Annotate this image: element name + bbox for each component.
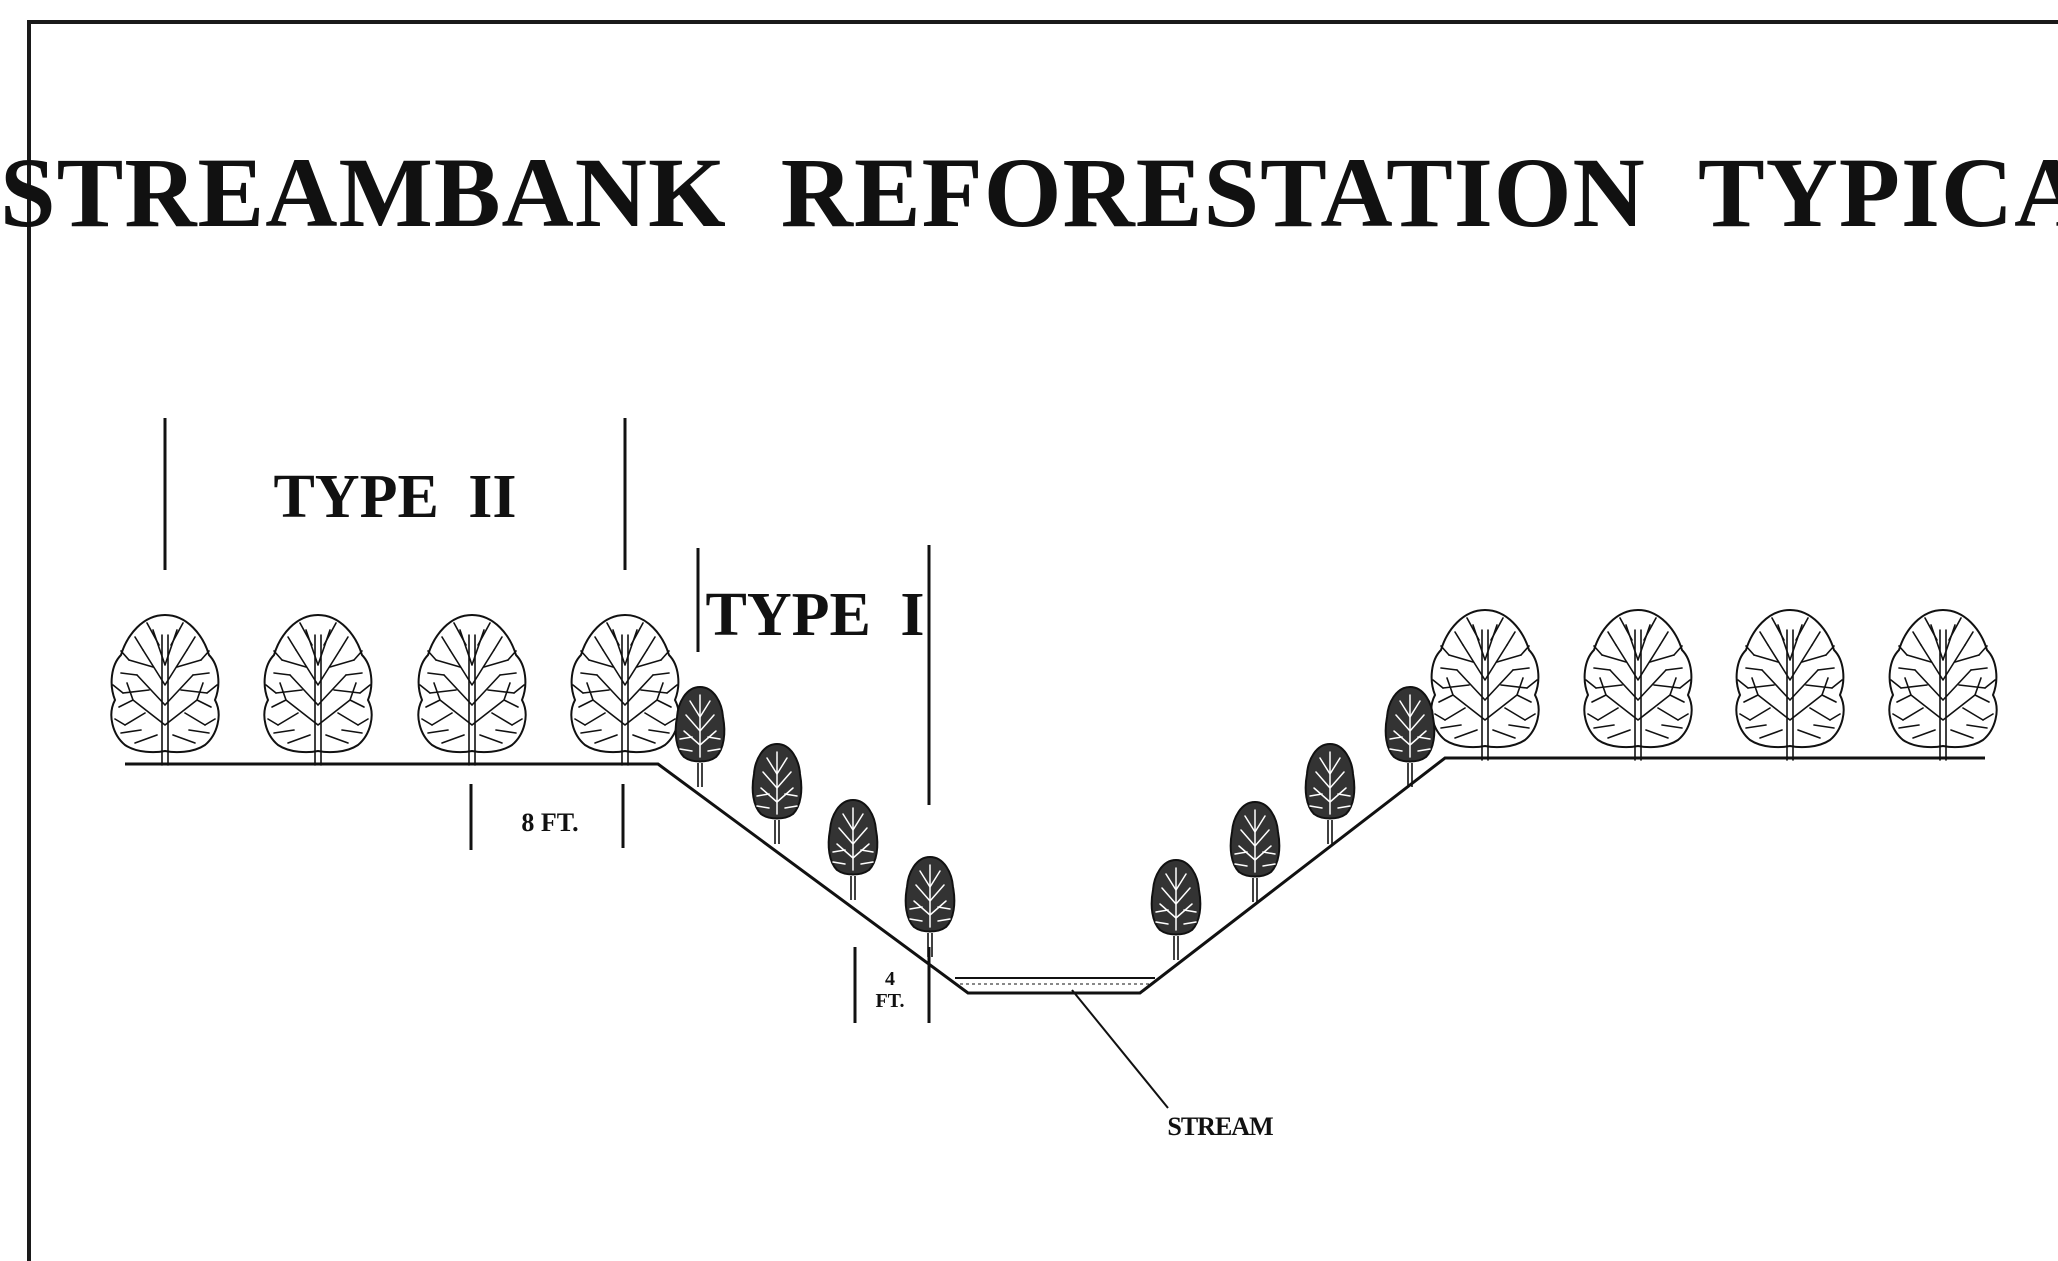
tree-type1 (827, 799, 879, 901)
stream-leader-line (1071, 989, 1169, 1109)
type1-extent-markers (696, 545, 931, 805)
tree-type2 (570, 614, 680, 766)
sheet-border (27, 20, 2058, 1261)
tree-type1 (674, 686, 726, 788)
tree-type1 (904, 856, 956, 958)
bench-dimension-markers (469, 784, 625, 850)
tree-type2 (1888, 609, 1998, 761)
diagram-title: STREAMBANK REFORESTATION TYPICAL (0, 137, 2058, 248)
type2-trees-right (1430, 609, 1998, 761)
stream-callout-label: STREAM (1167, 1112, 1273, 1141)
tree-type1 (751, 743, 803, 845)
type1-trees-right-slope (1150, 686, 1436, 961)
tree-type1 (1150, 859, 1202, 961)
bench-width-dimension: 8 FT. (521, 808, 579, 837)
tree-type2 (417, 614, 527, 766)
ground-profile (125, 756, 1985, 995)
tree-type2 (1430, 609, 1540, 761)
tree-type2 (110, 614, 220, 766)
type2-trees-left (110, 614, 680, 766)
type2-zone-label: TYPE II (273, 463, 517, 531)
toe-width-value: 4 (885, 968, 895, 990)
toe-width-unit: FT. (875, 990, 905, 1012)
type1-trees-left-slope (674, 686, 956, 958)
toe-dimension-markers (853, 947, 931, 1023)
tree-type1 (1304, 743, 1356, 845)
tree-type2 (263, 614, 373, 766)
tree-type2 (1735, 609, 1845, 761)
tree-type2 (1583, 609, 1693, 761)
type1-zone-label: TYPE I (705, 581, 925, 649)
type2-extent-markers (163, 418, 627, 570)
tree-type1 (1229, 801, 1281, 903)
stream-channel (955, 977, 1155, 985)
